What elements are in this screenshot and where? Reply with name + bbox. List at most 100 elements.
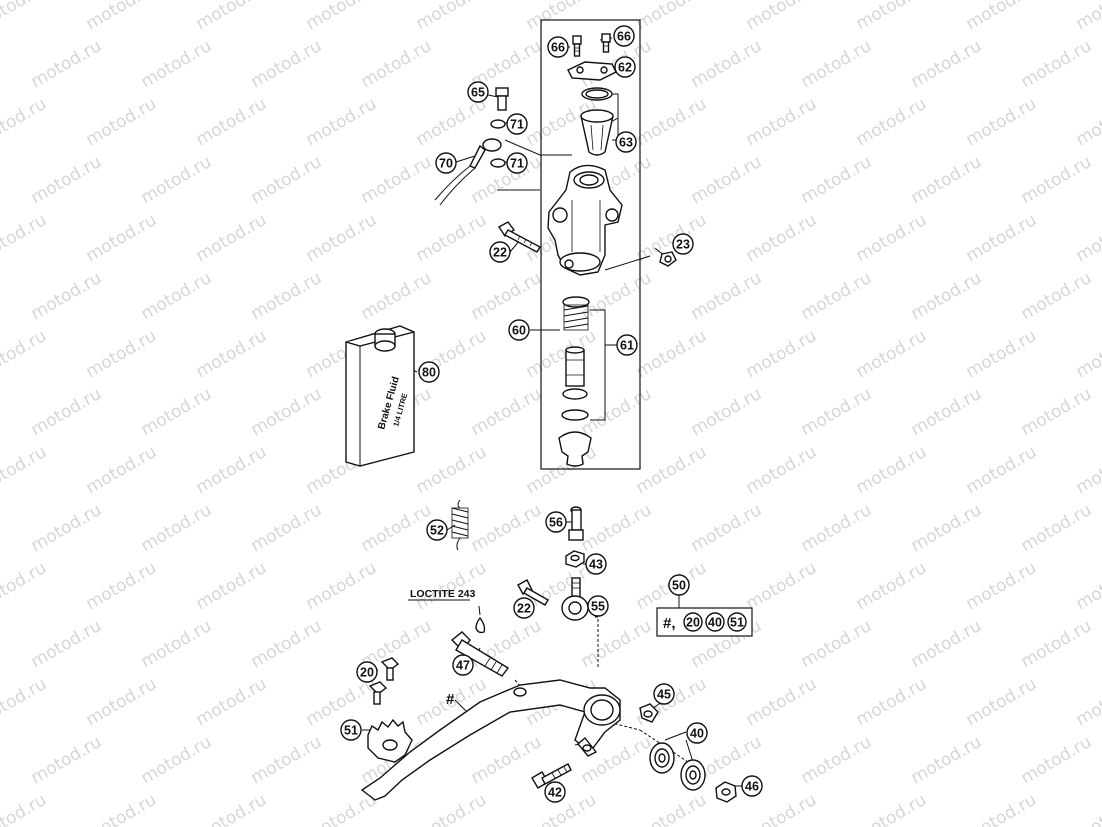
watermark-text: motod.ru bbox=[193, 442, 271, 498]
callout-42: 42 bbox=[544, 781, 566, 803]
banjo-bolt-65 bbox=[495, 87, 509, 111]
watermark-text: motod.ru bbox=[743, 442, 821, 498]
watermark-text: motod.ru bbox=[798, 152, 876, 208]
watermark-text: motod.ru bbox=[0, 94, 50, 150]
watermark-text: motod.ru bbox=[138, 152, 216, 208]
svg-text:56: 56 bbox=[549, 516, 563, 530]
callout-55: 55 bbox=[587, 595, 609, 617]
callout-66-left: 66 bbox=[547, 36, 569, 58]
svg-text:50: 50 bbox=[672, 579, 686, 593]
watermark-text: motod.ru bbox=[358, 36, 436, 92]
screw-66-left bbox=[572, 35, 582, 57]
watermark-text: motod.ru bbox=[413, 0, 491, 34]
watermark-text: motod.ru bbox=[633, 0, 711, 34]
master-cylinder-frame bbox=[540, 19, 641, 470]
watermark-text: motod.ru bbox=[248, 732, 326, 788]
watermark-text: motod.ru bbox=[303, 0, 381, 34]
watermark-text: motod.ru bbox=[413, 790, 491, 827]
watermark-text: motod.ru bbox=[138, 500, 216, 556]
watermark-text: motod.ru bbox=[0, 0, 50, 34]
watermark-text: motod.ru bbox=[853, 326, 931, 382]
watermark-text: motod.ru bbox=[688, 268, 766, 324]
svg-text:23: 23 bbox=[676, 238, 690, 252]
watermark-text: motod.ru bbox=[908, 152, 986, 208]
master-cylinder-body bbox=[547, 164, 623, 276]
watermark-text: motod.ru bbox=[743, 326, 821, 382]
callout-80: 80 bbox=[418, 361, 440, 383]
watermark-text: motod.ru bbox=[743, 94, 821, 150]
callout-22-upper: 22 bbox=[489, 241, 511, 263]
callout-65: 65 bbox=[467, 81, 489, 103]
callout-47: 47 bbox=[452, 654, 474, 676]
watermark-text: motod.ru bbox=[853, 674, 931, 730]
watermark-text: motod.ru bbox=[963, 558, 1041, 614]
piston-set-61 bbox=[558, 346, 592, 467]
svg-text:52: 52 bbox=[430, 524, 444, 538]
watermark-text: motod.ru bbox=[853, 790, 931, 827]
callout-51: 51 bbox=[340, 719, 362, 741]
callout-60: 60 bbox=[508, 319, 530, 341]
watermark-text: motod.ru bbox=[963, 442, 1041, 498]
kit-box: #, 20 40 51 bbox=[656, 607, 753, 637]
pedal-step-51 bbox=[367, 718, 413, 763]
svg-text:22: 22 bbox=[517, 602, 531, 616]
watermark-text: motod.ru bbox=[853, 442, 931, 498]
watermark-text: motod.ru bbox=[633, 674, 711, 730]
watermark-text: motod.ru bbox=[358, 268, 436, 324]
watermark-text: motod.ru bbox=[0, 558, 50, 614]
watermark-text: motod.ru bbox=[908, 384, 986, 440]
svg-text:51: 51 bbox=[344, 724, 358, 738]
svg-text:80: 80 bbox=[422, 366, 436, 380]
watermark-text: motod.ru bbox=[1018, 732, 1096, 788]
watermark-text: motod.ru bbox=[303, 94, 381, 150]
watermark-text: motod.ru bbox=[138, 268, 216, 324]
callout-50: 50 bbox=[668, 574, 690, 596]
watermark-text: motod.ru bbox=[28, 268, 106, 324]
watermark-text: motod.ru bbox=[0, 210, 50, 266]
watermark-text: motod.ru bbox=[413, 558, 491, 614]
svg-text:71: 71 bbox=[510, 157, 524, 171]
nut-46 bbox=[715, 781, 737, 803]
watermark-text: motod.ru bbox=[908, 732, 986, 788]
callout-66-right: 66 bbox=[613, 25, 635, 47]
svg-text:22: 22 bbox=[493, 246, 507, 260]
watermark-text: motod.ru bbox=[28, 152, 106, 208]
watermark-text: motod.ru bbox=[28, 36, 106, 92]
kit-num-51: 51 bbox=[730, 616, 744, 630]
callout-40: 40 bbox=[686, 722, 708, 744]
watermark-text: motod.ru bbox=[1073, 442, 1102, 498]
svg-text:60: 60 bbox=[512, 324, 526, 338]
watermark-text: motod.ru bbox=[908, 616, 986, 672]
watermark-text: motod.ru bbox=[578, 268, 656, 324]
watermark-text: motod.ru bbox=[138, 36, 216, 92]
watermark-text: motod.ru bbox=[468, 268, 546, 324]
watermark-text: motod.ru bbox=[1073, 790, 1102, 827]
watermark-text: motod.ru bbox=[743, 210, 821, 266]
kit-num-40: 40 bbox=[708, 616, 722, 630]
watermark-text: motod.ru bbox=[523, 0, 601, 34]
pedal-hash-label: # bbox=[446, 691, 455, 708]
svg-text:66: 66 bbox=[617, 30, 631, 44]
loctite-drop bbox=[475, 616, 486, 634]
watermark-text: motod.ru bbox=[963, 674, 1041, 730]
bolt-22-lower bbox=[517, 579, 549, 606]
watermark-text: motod.ru bbox=[633, 442, 711, 498]
bearing-40-b bbox=[680, 759, 706, 791]
callout-71-lower: 71 bbox=[506, 152, 528, 174]
callout-22-lower: 22 bbox=[513, 597, 535, 619]
watermark-text: motod.ru bbox=[633, 790, 711, 827]
watermark-text: motod.ru bbox=[83, 326, 161, 382]
kit-hash: #, bbox=[663, 615, 676, 632]
watermark-text: motod.ru bbox=[633, 94, 711, 150]
watermark-text: motod.ru bbox=[798, 500, 876, 556]
callout-70: 70 bbox=[435, 152, 457, 174]
watermark-text: motod.ru bbox=[578, 616, 656, 672]
kit-num-20: 20 bbox=[686, 616, 700, 630]
watermark-text: motod.ru bbox=[1018, 152, 1096, 208]
watermark-text: motod.ru bbox=[413, 210, 491, 266]
washer-71-upper bbox=[490, 119, 506, 129]
watermark-text: motod.ru bbox=[138, 616, 216, 672]
watermark-text: motod.ru bbox=[688, 500, 766, 556]
watermark-text: motod.ru bbox=[193, 326, 271, 382]
